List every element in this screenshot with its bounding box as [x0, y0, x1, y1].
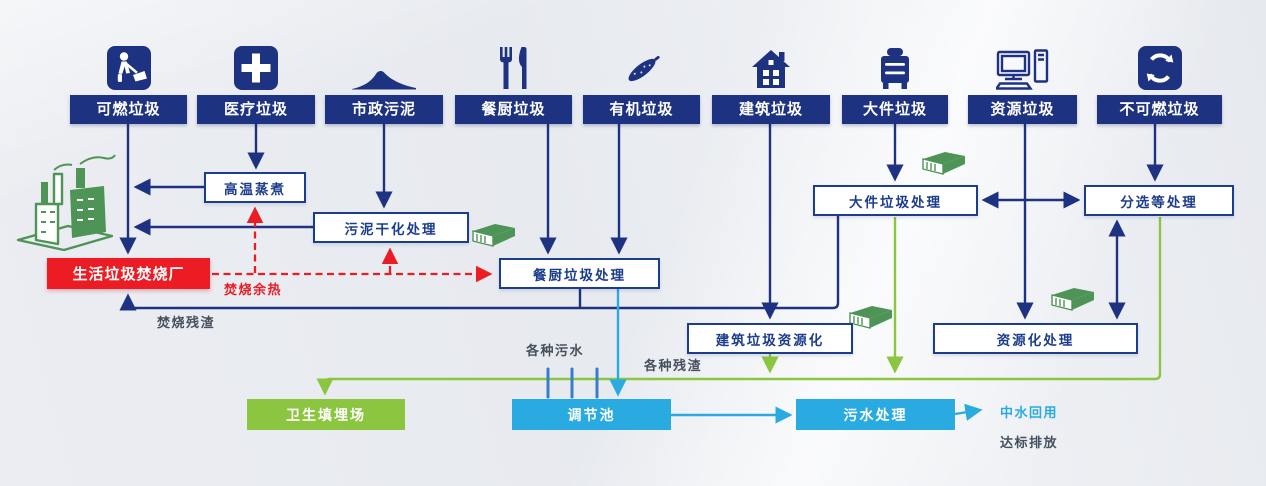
source-organic-waste: 有机垃圾 — [583, 46, 700, 124]
label-reclaimed-water: 中水回用 — [1000, 405, 1059, 420]
warehouse-icon — [1050, 286, 1096, 317]
source-municipal-sludge: 市政污泥 — [325, 46, 443, 124]
fork-knife-icon — [495, 46, 533, 90]
furniture-icon — [875, 47, 915, 90]
source-kitchen-waste: 餐厨垃圾 — [455, 46, 572, 124]
warehouse-icon — [471, 222, 517, 253]
warehouse-icon — [921, 150, 967, 181]
computer-icon — [995, 49, 1050, 90]
process-steaming: 高温蒸煮 — [204, 172, 306, 203]
source-label: 可燃垃圾 — [70, 95, 187, 124]
label-incineration-residue: 焚烧残渣 — [157, 315, 216, 330]
source-label: 餐厨垃圾 — [455, 95, 572, 124]
warehouse-icon — [848, 304, 894, 335]
process-sludge-drying: 污泥干化处理 — [313, 212, 469, 243]
navy-flow-lines — [119, 124, 1164, 320]
process-bulky-waste-treatment: 大件垃圾处理 — [813, 185, 978, 216]
process-resource-recovery: 资源化处理 — [933, 323, 1138, 354]
source-label: 不可燃垃圾 — [1097, 95, 1222, 124]
incineration-plant-box: 生活垃圾焚烧厂 — [47, 258, 210, 289]
source-medical-waste: 医疗垃圾 — [197, 46, 315, 124]
label-incineration-heat: 焚烧余热 — [224, 282, 283, 297]
sweeper-icon — [106, 46, 151, 90]
medical-cross-icon — [234, 46, 278, 90]
regulating-tank-box: 调节池 — [512, 399, 671, 430]
water-flow-lines — [609, 289, 983, 424]
landfill-box: 卫生填埋场 — [247, 399, 405, 430]
incineration-plant-illustration — [14, 146, 116, 259]
source-label: 有机垃圾 — [583, 95, 700, 124]
waste-heat-lines — [212, 206, 493, 283]
process-kitchen-waste-treatment: 餐厨垃圾处理 — [499, 258, 660, 289]
source-recyclable-waste: 资源垃圾 — [968, 46, 1077, 124]
label-various-residue: 各种残渣 — [644, 358, 703, 373]
source-label: 建筑垃圾 — [712, 95, 830, 124]
green-flow-lines — [316, 217, 1162, 396]
sludge-icon — [351, 67, 417, 90]
label-standard-discharge: 达标排放 — [1000, 435, 1059, 450]
house-icon — [749, 48, 793, 90]
recycle-icon — [1137, 46, 1182, 90]
source-construction-waste: 建筑垃圾 — [712, 46, 830, 124]
label-various-sewage: 各种污水 — [526, 343, 585, 358]
sewage-treatment-box: 污水处理 — [796, 399, 955, 430]
source-combustible-waste: 可燃垃圾 — [70, 46, 187, 124]
source-label: 资源垃圾 — [968, 95, 1077, 124]
source-bulky-waste: 大件垃圾 — [842, 46, 948, 124]
cucumber-icon — [618, 50, 666, 90]
source-label: 大件垃圾 — [842, 95, 948, 124]
source-non-combustible-waste: 不可燃垃圾 — [1097, 46, 1222, 124]
source-label: 市政污泥 — [325, 95, 443, 124]
sewage-inlet-lines — [546, 367, 599, 399]
process-construction-waste-recycling: 建筑垃圾资源化 — [687, 323, 853, 354]
process-sorting-treatment: 分选等处理 — [1084, 185, 1234, 216]
source-label: 医疗垃圾 — [197, 95, 315, 124]
